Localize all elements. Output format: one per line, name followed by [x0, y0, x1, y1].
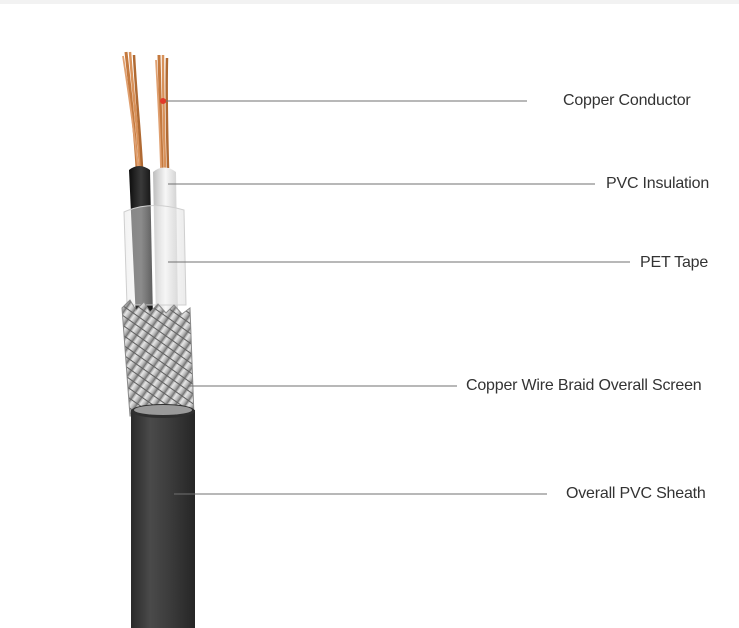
label-pet-tape: PET Tape: [640, 254, 709, 271]
top-border: [0, 0, 739, 4]
label-pvc-sheath: Overall PVC Sheath: [566, 485, 706, 502]
overall-pvc-sheath: [131, 404, 195, 628]
label-copper-conductor: Copper Conductor: [563, 92, 691, 109]
label-pvc-insulation: PVC Insulation: [606, 175, 710, 192]
callout-lines: [160, 98, 630, 495]
copper-conductor-strands: [122, 51, 170, 169]
label-braid-screen: Copper Wire Braid Overall Screen: [466, 377, 702, 394]
pet-tape-wrap: [123, 205, 187, 306]
copper-wire-braid-screen: [121, 299, 195, 417]
copper-conductor-pointer-dot: [160, 98, 166, 104]
